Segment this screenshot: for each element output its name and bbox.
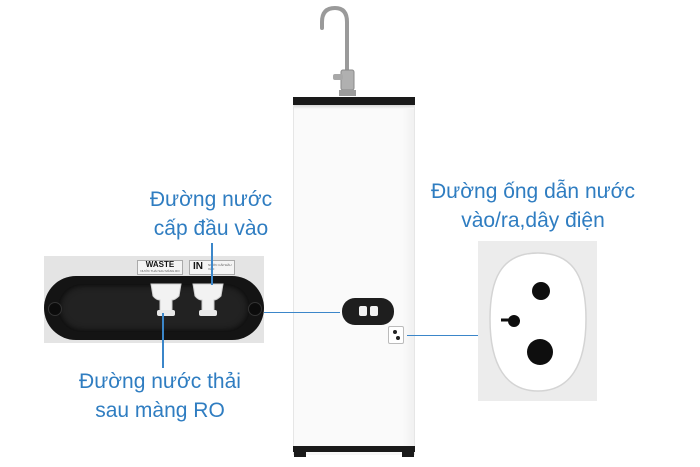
label-waste-line1: Đường nước thải (79, 370, 241, 393)
waste-tag-label: WASTE (145, 260, 175, 269)
purifier-cabinet (293, 97, 415, 457)
cabinet-base-trim (293, 446, 415, 452)
label-ports-line2: vào/ra,dây điện (461, 209, 605, 232)
connector-zoom-panel: WASTE NƯỚC THẢI SAU MÀNG RO IN NƯỚC CẤP … (44, 256, 264, 343)
port-plate (489, 252, 587, 392)
leader-waste (162, 313, 164, 368)
port-hole-top (532, 282, 550, 300)
cabinet-foot-right (402, 452, 414, 457)
in-tag-label: IN (193, 261, 203, 272)
port-hole-cable (508, 315, 520, 327)
label-ports: Đường ống dẫn nước vào/ra,dây điện (424, 177, 642, 235)
waste-tag: WASTE NƯỚC THẢI SAU MÀNG RO (137, 260, 183, 275)
cabinet-rear-port-plate (388, 326, 404, 344)
cabinet-top-trim (293, 97, 415, 105)
cabinet-top-shadow (294, 105, 414, 109)
inlet-fitting-icon (192, 283, 224, 316)
waste-tag-sub: NƯỚC THẢI SAU MÀNG RO (140, 269, 180, 273)
leader-panel-to-cabinet (264, 312, 340, 313)
label-waste: Đường nước thải sau màng RO (70, 367, 250, 425)
cabinet-side-connector-panel (342, 298, 394, 325)
port-zoom-panel (478, 241, 597, 401)
label-inlet-line2: cấp đầu vào (153, 217, 269, 240)
label-inlet: Đường nước cấp đầu vào (132, 185, 290, 243)
label-ports-line1: Đường ống dẫn nước (431, 180, 635, 203)
port-hole-bottom (527, 339, 553, 365)
screw-left (48, 302, 62, 316)
cabinet-foot-left (294, 452, 306, 457)
leader-cabinet-to-ports (407, 335, 478, 336)
label-inlet-line1: Đường nước (149, 188, 273, 211)
screw-right (248, 302, 262, 316)
leader-inlet (211, 243, 213, 285)
waste-fitting-icon (150, 283, 182, 316)
label-waste-line2: sau màng RO (95, 399, 225, 422)
